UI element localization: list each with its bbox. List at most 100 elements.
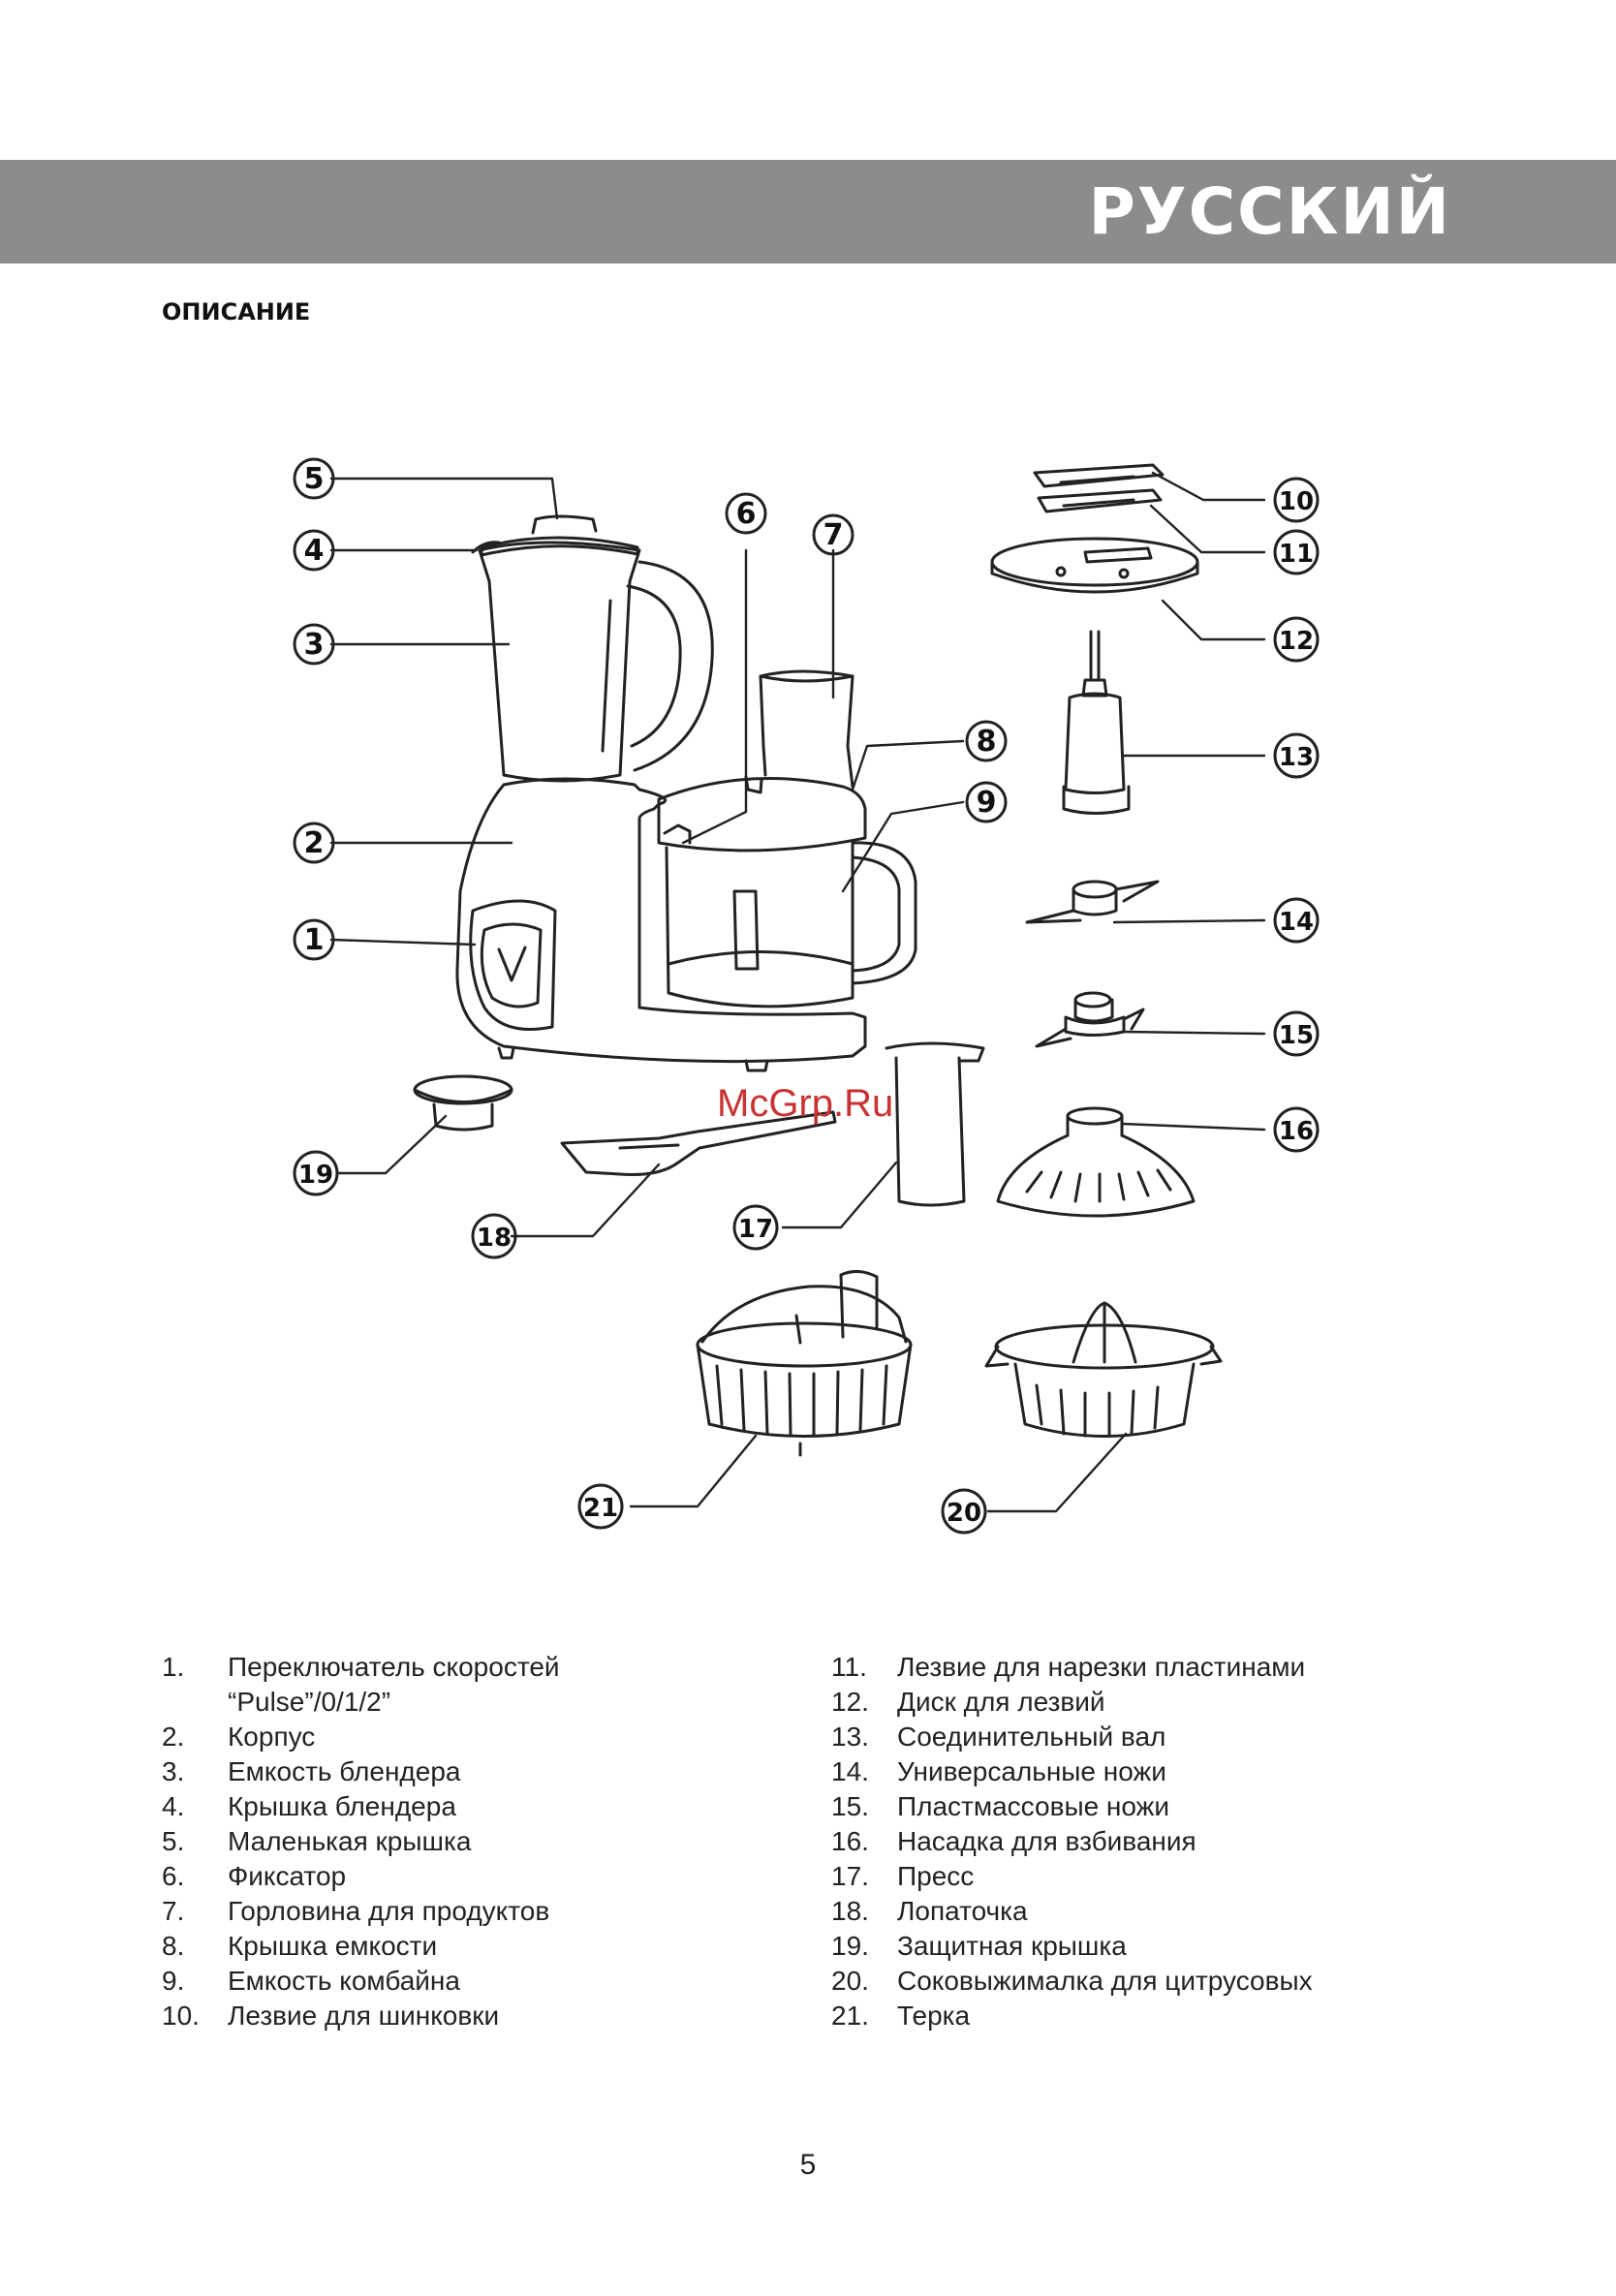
callout-9: 9 — [977, 786, 997, 820]
item-label: Емкость блендера — [228, 1756, 461, 1786]
list-item: 2. Корпус — [162, 1720, 792, 1754]
item-number: 20. — [831, 1966, 869, 1996]
callout-8: 8 — [977, 725, 997, 759]
leader-lines — [329, 471, 1266, 1513]
list-item: 12. Диск для лезвий — [831, 1685, 1529, 1720]
item-label: Насадка для взбивания — [897, 1826, 1196, 1856]
item-label: Переключатель скоростей “Pulse”/0/1/2” — [228, 1652, 560, 1717]
blender-jar-illustration — [471, 514, 714, 783]
item-label: Маленькая крышка — [228, 1826, 472, 1856]
callout-14: 14 — [1279, 908, 1314, 937]
list-item: 11. Лезвие для нарезки пластинами — [831, 1650, 1529, 1685]
list-item: 17. Пресс — [831, 1859, 1529, 1894]
callout-19: 19 — [298, 1161, 333, 1190]
item-number: 13. — [831, 1722, 869, 1752]
processor-bowl-illustration — [657, 669, 917, 1008]
parts-list-left: 1. Переключатель скоростей “Pulse”/0/1/2”… — [162, 1650, 792, 2033]
callout-13: 13 — [1279, 743, 1314, 772]
list-item: 16. Насадка для взбивания — [831, 1824, 1529, 1859]
plastic-knife-illustration — [1035, 991, 1145, 1048]
item-label: Лезвие для нарезки пластинами — [897, 1652, 1306, 1682]
list-item: 5.Маленькая крышка — [162, 1824, 792, 1859]
item-number: 16. — [831, 1826, 869, 1856]
callout-16: 16 — [1279, 1117, 1314, 1146]
header-bar: РУССКИЙ — [0, 160, 1616, 264]
item-label: Соединительный вал — [897, 1722, 1166, 1752]
callout-18: 18 — [477, 1224, 512, 1253]
item-number: 17. — [831, 1861, 869, 1891]
item-number: 15. — [831, 1791, 869, 1821]
whisk-attachment-illustration — [996, 1106, 1196, 1218]
parts-diagram: 5 4 3 2 1 6 7 8 9 10 11 12 13 14 15 16 1… — [293, 457, 1320, 1535]
universal-knife-illustration — [1025, 880, 1160, 924]
item-label: Крышка блендера — [228, 1791, 456, 1821]
callout-7: 7 — [824, 518, 844, 552]
item-number: 18. — [831, 1896, 869, 1926]
item-label: Лопаточка — [897, 1896, 1028, 1926]
callout-5: 5 — [304, 462, 325, 496]
item-number: 1. — [162, 1652, 185, 1682]
callout-circles — [293, 457, 1320, 1535]
section-title: ОПИСАНИЕ — [162, 298, 311, 326]
protective-lid-illustration — [413, 1074, 513, 1132]
slicing-blades-illustration — [1033, 463, 1165, 513]
connecting-shaft-illustration — [1062, 630, 1131, 815]
citrus-juicer-illustration — [984, 1301, 1223, 1438]
item-number: 11. — [831, 1652, 867, 1682]
item-number: 19. — [831, 1931, 869, 1961]
item-label: Горловина для продуктов — [228, 1896, 550, 1926]
callout-6: 6 — [736, 497, 757, 531]
item-number: 9. — [162, 1966, 185, 1996]
item-number: 6. — [162, 1861, 185, 1891]
page-number: 5 — [799, 2149, 817, 2181]
callout-2: 2 — [304, 826, 325, 860]
callout-15: 15 — [1279, 1021, 1314, 1050]
parts-list-right: 11. Лезвие для нарезки пластинами 12. Диск… — [831, 1650, 1529, 2033]
callout-4: 4 — [304, 534, 325, 568]
callout-10: 10 — [1279, 487, 1314, 516]
list-item: 20. Соковыжималка для цитрусовых — [831, 1964, 1529, 1999]
item-label: Универсальные ножи — [897, 1756, 1166, 1786]
list-item: 10. Лезвие для шинковки — [162, 1999, 792, 2033]
list-item: 8. Крышка емкости — [162, 1929, 792, 1964]
item-number: 10. — [162, 2001, 200, 2031]
list-item: 13. Соединительный вал — [831, 1720, 1529, 1754]
item-label: Терка — [897, 2001, 971, 2031]
item-label: Защитная крышка — [897, 1931, 1127, 1961]
pusher-illustration — [885, 1041, 985, 1207]
language-title: РУССКИЙ — [1088, 174, 1451, 249]
item-label: Емкость комбайна — [228, 1966, 460, 1996]
item-number: 21. — [831, 2001, 869, 2031]
list-item: 14. Универсальные ножи — [831, 1754, 1529, 1789]
list-item: 21. Терка — [831, 1999, 1529, 2033]
spatula-illustration — [560, 1110, 837, 1176]
blade-disk-illustration — [990, 537, 1199, 594]
callout-3: 3 — [304, 628, 325, 662]
item-label: Диск для лезвий — [897, 1687, 1105, 1717]
callout-20: 20 — [947, 1499, 981, 1528]
item-label: Соковыжималка для цитрусовых — [897, 1966, 1313, 1996]
list-item: 3. Емкость блендера — [162, 1754, 792, 1789]
item-number: 12. — [831, 1687, 869, 1717]
item-label: Фиксатор — [228, 1861, 347, 1891]
item-number: 8. — [162, 1931, 185, 1961]
item-label: Пластмассовые ножи — [897, 1791, 1170, 1821]
list-item: 15. Пластмассовые ножи — [831, 1789, 1529, 1824]
motor-base-illustration — [455, 777, 867, 1072]
list-item: 18. Лопаточка — [831, 1894, 1529, 1929]
item-number: 7. — [162, 1896, 185, 1926]
item-label: Лезвие для шинковки — [228, 2001, 500, 2031]
callout-1: 1 — [304, 923, 325, 957]
grater-illustration — [696, 1270, 913, 1457]
item-number: 14. — [831, 1756, 869, 1786]
list-item: 6. Фиксатор — [162, 1859, 792, 1894]
item-label: Пресс — [897, 1861, 975, 1891]
item-label: Корпус — [228, 1722, 316, 1752]
item-number: 3. — [162, 1756, 185, 1786]
callout-17: 17 — [738, 1215, 773, 1244]
callout-12: 12 — [1279, 627, 1314, 656]
callout-11: 11 — [1279, 540, 1314, 569]
item-number: 2. — [162, 1722, 185, 1752]
callout-21: 21 — [583, 1494, 618, 1523]
item-label: Крышка емкости — [228, 1931, 438, 1961]
